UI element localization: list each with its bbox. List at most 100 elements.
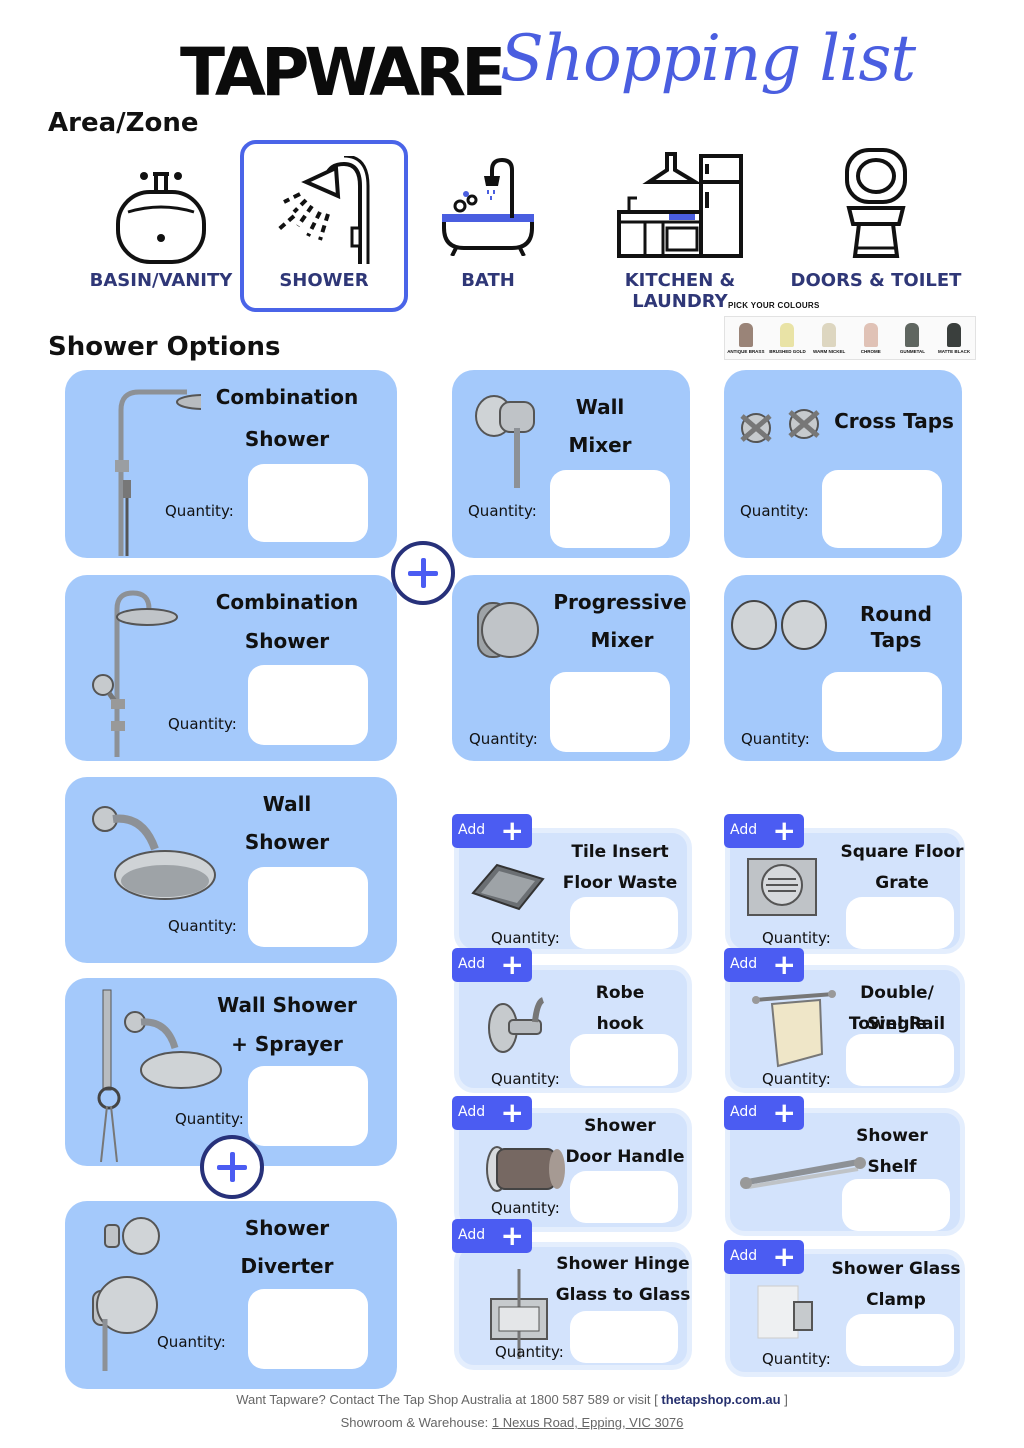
- quantity-input[interactable]: [846, 1314, 954, 1366]
- area-heading: Area/Zone: [48, 108, 199, 138]
- address-link[interactable]: 1 Nexus Road, Epping, VIC 3076: [491, 1415, 684, 1430]
- website-link[interactable]: thetapshop.com.au: [661, 1392, 781, 1407]
- quantity-input[interactable]: [248, 665, 368, 745]
- tile-insert-icon: [471, 863, 545, 911]
- add-door-handle-button[interactable]: Add+: [452, 1096, 532, 1130]
- swatch-matte-black[interactable]: MATTE BLACK: [935, 323, 973, 354]
- door-handle-icon: [486, 1146, 565, 1192]
- add-tile-insert-button[interactable]: Add+: [452, 814, 532, 848]
- quantity-input[interactable]: [248, 1066, 368, 1146]
- quantity-label: Quantity:: [491, 1070, 560, 1088]
- accessory-title-line2: Floor Waste: [562, 873, 678, 893]
- swatch-label: MATTE BLACK: [938, 349, 971, 354]
- wall-mixer-icon: [475, 395, 535, 488]
- add-label: Add: [458, 956, 486, 972]
- swatch-label: GUNMETAL: [899, 349, 926, 354]
- accessory-card-tile-insert: Tile Insert Floor Waste Quantity:: [454, 828, 692, 954]
- option-title-line1: Progressive: [553, 590, 687, 614]
- accessory-title-line1: Square Floor: [840, 842, 964, 862]
- accessory-title-line1: Tile Insert: [571, 842, 669, 862]
- quantity-label: Quantity:: [469, 730, 538, 748]
- option-title-line1: Combination: [215, 385, 359, 409]
- hinge-icon: [490, 1269, 548, 1359]
- quantity-input[interactable]: [842, 1179, 950, 1231]
- swatch-warm-nickel[interactable]: WARM NICKEL: [810, 323, 848, 354]
- accessory-title-line1: Double/ Single: [860, 983, 934, 1034]
- quantity-input[interactable]: [846, 897, 954, 949]
- swatch-label: WARM NICKEL: [813, 349, 846, 354]
- quantity-input[interactable]: [248, 867, 368, 947]
- quantity-label: Quantity:: [168, 715, 237, 733]
- zone-kitchen-laundry[interactable]: KITCHEN & LAUNDRY: [574, 140, 786, 312]
- plus-icon: +: [772, 948, 796, 981]
- quantity-label: Quantity:: [762, 1350, 831, 1368]
- add-option-button-2[interactable]: [200, 1135, 264, 1199]
- add-floor-grate-button[interactable]: Add+: [724, 814, 804, 848]
- add-shower-shelf-button[interactable]: Add+: [724, 1096, 804, 1130]
- option-title-line1: Wall Shower: [217, 993, 357, 1017]
- zone-doors-toilet[interactable]: DOORS & TOILET: [790, 140, 962, 312]
- quantity-input[interactable]: [822, 470, 942, 548]
- zone-bath[interactable]: BATH: [432, 140, 544, 312]
- contact-end: ]: [784, 1392, 788, 1407]
- accessory-card-glass-clamp: Shower Glass Clamp Quantity:: [725, 1249, 965, 1377]
- add-option-button[interactable]: [391, 541, 455, 605]
- quantity-input[interactable]: [822, 672, 942, 752]
- add-glass-clamp-button[interactable]: Add+: [724, 1240, 804, 1274]
- accessory-card-hinge: Shower Hinge Glass to Glass Quantity:: [454, 1242, 692, 1370]
- quantity-input[interactable]: [570, 1034, 678, 1086]
- add-robe-hook-button[interactable]: Add +: [452, 948, 532, 982]
- option-card-round-taps: Round Taps Quantity:: [724, 575, 962, 761]
- bath-icon: [442, 157, 534, 256]
- quantity-input[interactable]: [550, 470, 670, 548]
- quantity-input[interactable]: [846, 1034, 954, 1086]
- towel-rail-icon: [752, 990, 836, 1068]
- swatch-gunmetal[interactable]: GUNMETAL: [893, 323, 931, 354]
- option-title-line1: Wall: [262, 792, 312, 816]
- add-hinge-button[interactable]: Add+: [452, 1219, 532, 1253]
- zone-basin-vanity[interactable]: BASIN/VANITY: [84, 140, 238, 312]
- quantity-input[interactable]: [550, 672, 670, 752]
- accessory-card-towel-rail: Double/ Single Towel Rail Quantity:: [725, 965, 965, 1093]
- option-card-wall-mixer: Wall Mixer Quantity:: [452, 370, 690, 558]
- swatch-brushed-gold[interactable]: BRUSHED GOLD: [768, 323, 806, 354]
- quantity-input[interactable]: [570, 1171, 678, 1223]
- option-title-line2: Shower: [244, 629, 330, 653]
- plus-icon: +: [500, 1096, 524, 1129]
- option-title-line1: Combination: [215, 590, 359, 614]
- plus-icon: +: [500, 948, 524, 981]
- quantity-label: Quantity:: [741, 730, 810, 748]
- add-label: Add: [730, 956, 758, 972]
- quantity-input[interactable]: [248, 464, 368, 542]
- option-card-wall-shower: Wall Shower Quantity:: [65, 777, 397, 963]
- toilet-icon: [845, 148, 907, 258]
- address-label: Showroom & Warehouse:: [340, 1415, 489, 1430]
- swatch-antique-brass[interactable]: ANTIQUE BRASS: [727, 323, 765, 354]
- quantity-label: Quantity:: [495, 1343, 564, 1361]
- plus-icon: +: [772, 1096, 796, 1129]
- kitchen-icon: [617, 152, 743, 258]
- cross-taps-icon: [740, 409, 820, 443]
- footer-address: Showroom & Warehouse: 1 Nexus Road, Eppi…: [0, 1415, 1024, 1430]
- robe-hook-icon: [488, 997, 545, 1053]
- add-label: Add: [458, 1227, 486, 1243]
- add-towel-rail-button[interactable]: Add +: [724, 948, 804, 982]
- quantity-label: Quantity:: [491, 929, 560, 947]
- quantity-input[interactable]: [570, 1311, 678, 1363]
- quantity-label: Quantity:: [491, 1199, 560, 1217]
- accessory-title-line2: Clamp: [866, 1290, 926, 1310]
- options-heading: Shower Options: [48, 332, 281, 362]
- rail-shower-icon: [115, 389, 201, 556]
- accessory-card-door-handle: Shower Door Handle Quantity:: [454, 1108, 692, 1232]
- quantity-input[interactable]: [570, 897, 678, 949]
- accessory-title-line1: Shower: [584, 1116, 656, 1136]
- option-title-line2: Diverter: [240, 1254, 334, 1278]
- zone-shower[interactable]: SHOWER: [240, 140, 408, 312]
- clamp-icon: [757, 1285, 813, 1339]
- zone-label: DOORS & TOILET: [790, 270, 962, 291]
- quantity-input[interactable]: [248, 1289, 368, 1369]
- quantity-label: Quantity:: [740, 502, 809, 520]
- accessory-title-line1: Shower: [856, 1126, 928, 1146]
- swatch-chrome[interactable]: CHROME: [852, 323, 890, 354]
- accessory-title-line1: Shower Hinge: [556, 1254, 690, 1274]
